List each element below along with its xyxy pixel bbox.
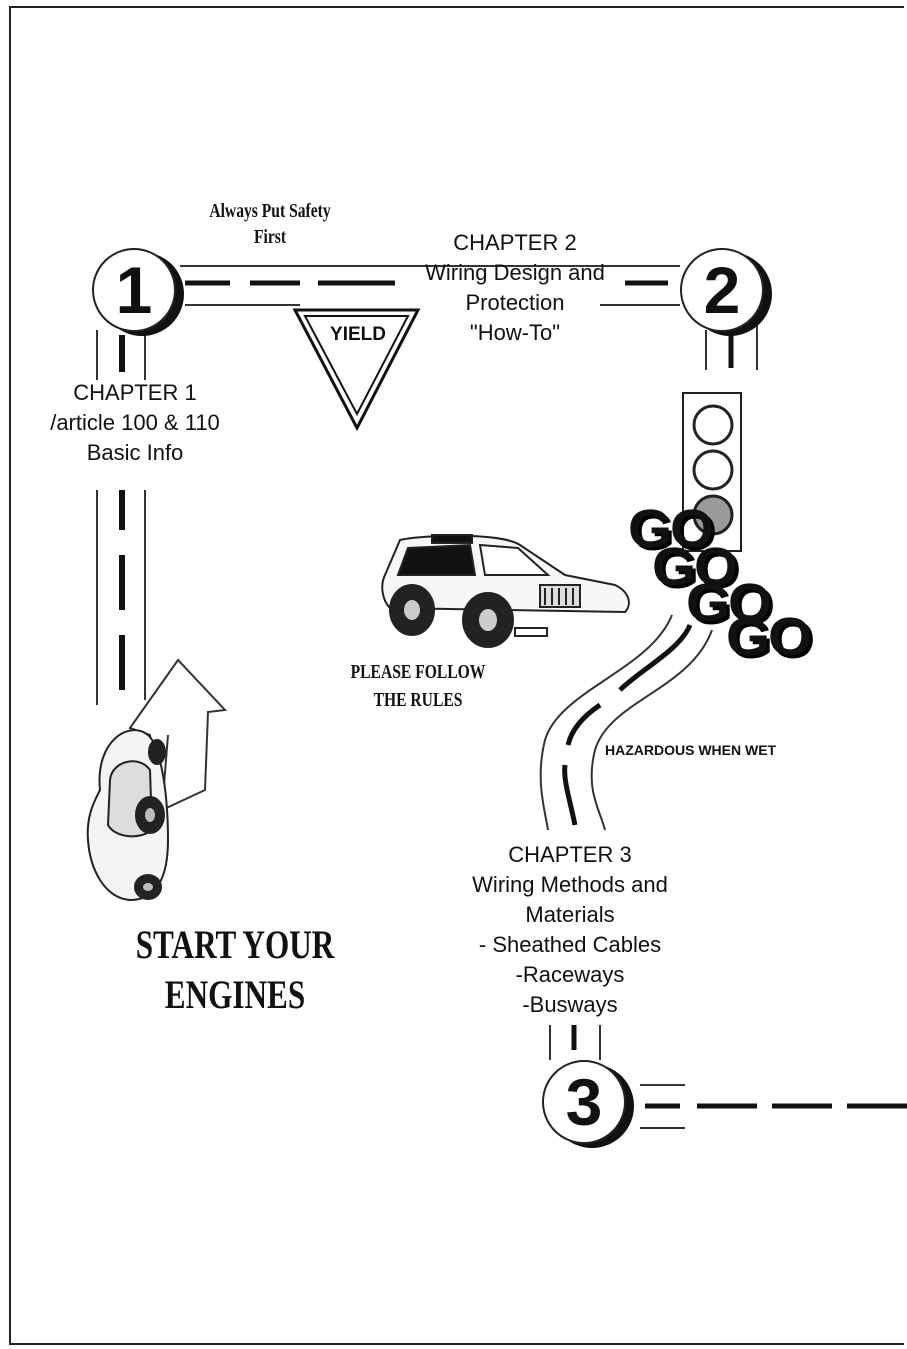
winding-road-dash xyxy=(565,625,690,825)
stop-marker-1: 1 xyxy=(92,248,176,332)
chapter-3-line-6: -Busways xyxy=(430,990,710,1020)
chapter-2-title: CHAPTER 2 xyxy=(395,228,635,258)
chapter-3-label: CHAPTER 3 Wiring Methods and Materials -… xyxy=(430,840,710,1020)
chapter-2-line-2: Wiring Design and xyxy=(395,258,635,288)
go-word-4: GO xyxy=(726,606,810,668)
chapter-2-label: CHAPTER 2 Wiring Design and Protection "… xyxy=(395,228,635,348)
chapter-3-title: CHAPTER 3 xyxy=(430,840,710,870)
safety-slogan: Always Put Safety First xyxy=(192,198,348,250)
chapter-3-line-5: -Raceways xyxy=(430,960,710,990)
yield-sign-text: YIELD xyxy=(318,322,398,348)
chapter-1-label: CHAPTER 1 /article 100 & 110 Basic Info xyxy=(10,378,260,468)
start-engines-slogan: START YOUR ENGINES xyxy=(75,920,395,1020)
follow-rules-slogan: PLEASE FOLLOW THE RULES xyxy=(340,658,496,714)
stop-marker-2: 2 xyxy=(680,248,764,332)
chapter-3-line-4: - Sheathed Cables xyxy=(430,930,710,960)
hazard-slogan: HAZARDOUS WHEN WET xyxy=(605,735,835,765)
police-car-icon xyxy=(382,535,629,647)
chapter-1-line-3: Basic Info xyxy=(10,438,260,468)
chapter-2-line-3: Protection xyxy=(395,288,635,318)
chapter-2-line-4: "How-To" xyxy=(395,318,635,348)
stop-marker-3: 3 xyxy=(542,1060,626,1144)
chapter-3-line-2: Wiring Methods and xyxy=(430,870,710,900)
beetle-car-icon xyxy=(88,730,168,900)
chapter-3-line-3: Materials xyxy=(430,900,710,930)
chapter-1-line-2: /article 100 & 110 xyxy=(10,408,260,438)
chapter-1-title: CHAPTER 1 xyxy=(10,378,260,408)
